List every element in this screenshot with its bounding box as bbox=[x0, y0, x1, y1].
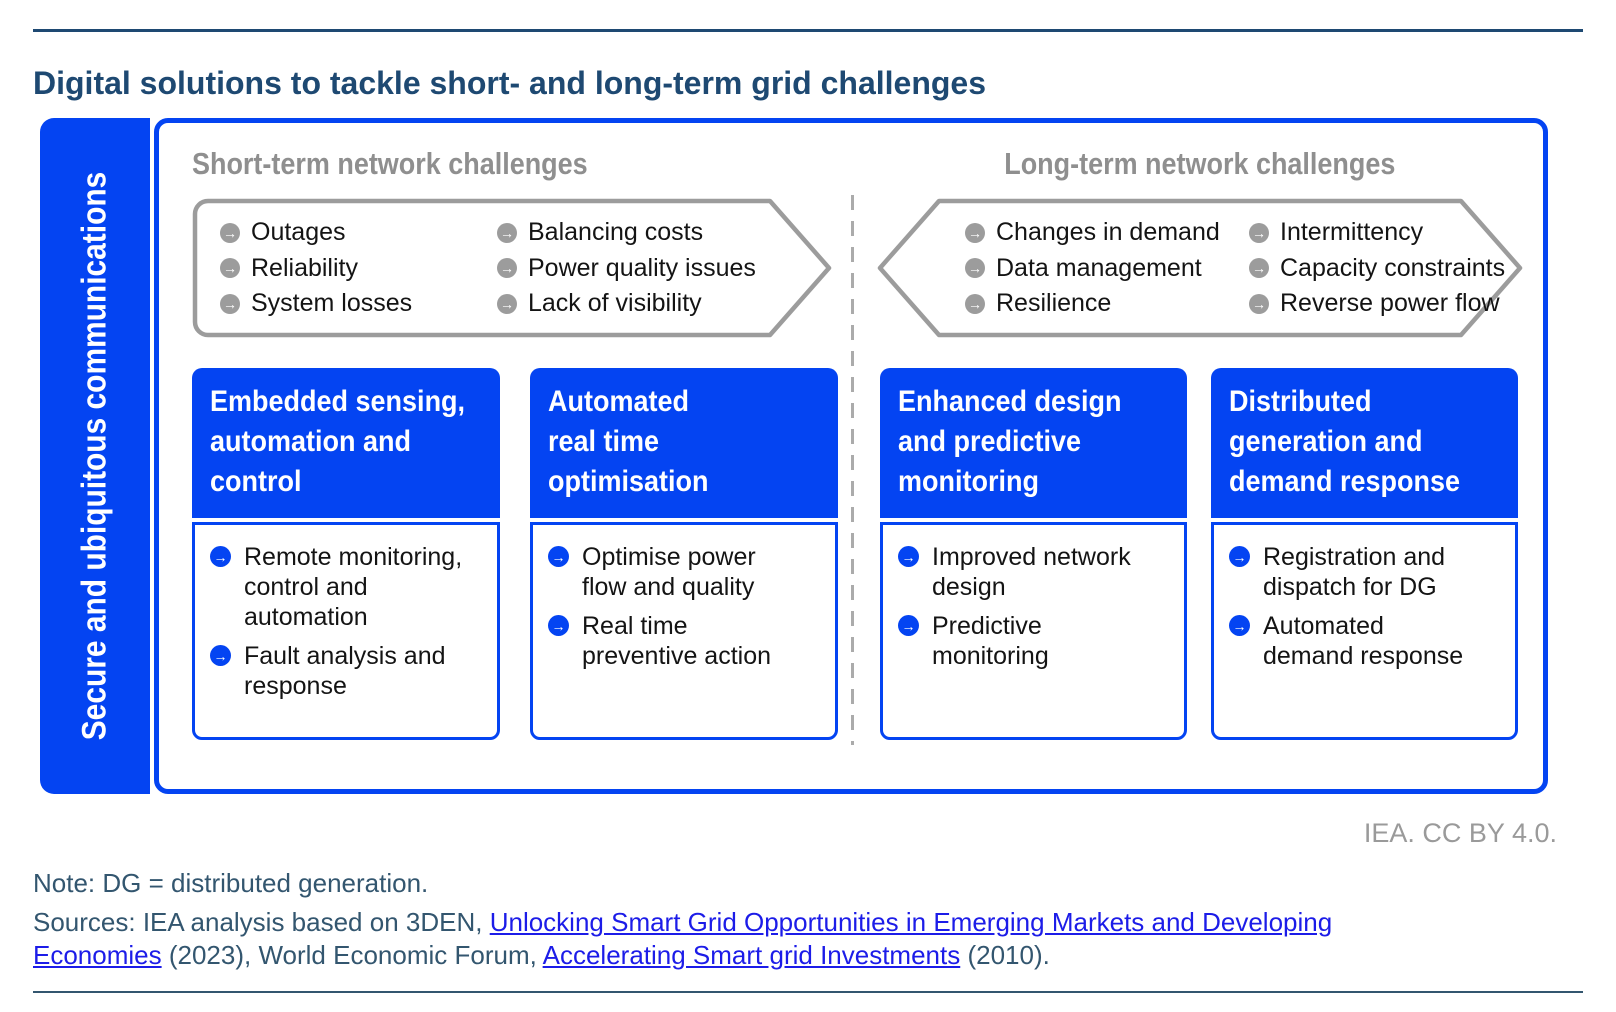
challenge-item: Outages bbox=[220, 215, 497, 251]
sources-text: Sources: IEA analysis based on 3DEN, Unl… bbox=[33, 906, 1431, 972]
challenge-item: Intermittency bbox=[1249, 215, 1505, 251]
source-link-1[interactable]: Unlocking Smart Grid Opportunities in Em… bbox=[33, 907, 1333, 970]
arrow-bullet-icon bbox=[220, 222, 240, 243]
card-title: Embedded sensing, automation and control bbox=[210, 385, 466, 498]
sidebar-label: Secure and ubiquitous communications bbox=[75, 171, 114, 741]
arrow-bullet-icon bbox=[898, 615, 919, 636]
page-title: Digital solutions to tackle short- and l… bbox=[33, 65, 986, 102]
arrow-bullet-icon bbox=[1229, 615, 1250, 636]
card-body: Registration and dispatch for DG Automat… bbox=[1211, 522, 1518, 740]
card-body: Improved network design Predictive monit… bbox=[880, 522, 1187, 740]
arrow-bullet-icon bbox=[1229, 546, 1250, 567]
arrow-bullet-icon bbox=[965, 258, 985, 279]
arrow-bullet-icon bbox=[210, 645, 231, 666]
arrow-bullet-icon bbox=[965, 222, 985, 243]
license-text: IEA. CC BY 4.0. bbox=[1363, 818, 1557, 848]
card-title: Distributed generation and demand respon… bbox=[1229, 385, 1461, 498]
short-term-heading: Short-term network challenges bbox=[192, 146, 588, 181]
card-header: Embedded sensing, automation and control bbox=[192, 368, 500, 518]
challenge-item: Power quality issues bbox=[497, 251, 756, 287]
note-text: Note: DG = distributed generation. bbox=[33, 868, 429, 898]
challenge-item: Lack of visibility bbox=[497, 286, 756, 322]
card-bullet-item: Fault analysis and response bbox=[210, 641, 491, 701]
arrow-bullet-icon bbox=[1249, 293, 1269, 314]
arrow-bullet-icon bbox=[220, 258, 240, 279]
challenge-item: System losses bbox=[220, 286, 497, 322]
card-bullet-item: Registration and dispatch for DG bbox=[1229, 542, 1509, 602]
card-title: Automated real time optimisation bbox=[548, 385, 709, 498]
solution-card-distributed-generation: Distributed generation and demand respon… bbox=[1211, 368, 1518, 740]
sidebar-band: Secure and ubiquitous communications bbox=[40, 118, 150, 794]
long-term-heading: Long-term network challenges bbox=[1004, 146, 1396, 181]
card-body: Remote monitoring, control and automatio… bbox=[192, 522, 500, 740]
card-bullet-item: Optimise power flow and quality bbox=[548, 542, 829, 602]
card-bullet-item: Automated demand response bbox=[1229, 611, 1509, 671]
arrow-bullet-icon bbox=[1249, 258, 1269, 279]
challenge-item: Reliability bbox=[220, 251, 497, 287]
long-term-challenges-box: Changes in demand Data management Resili… bbox=[877, 198, 1523, 338]
source-link-2[interactable]: Accelerating Smart grid Investments bbox=[542, 940, 961, 970]
card-bullet-item: Real time preventive action bbox=[548, 611, 829, 671]
grid-challenges-figure: Secure and ubiquitous communications Sho… bbox=[40, 118, 1548, 794]
hexagon-shape bbox=[877, 198, 1523, 338]
short-term-challenges-box: Outages Reliability System losses Balanc… bbox=[192, 198, 832, 338]
sources-middle: (2023), World Economic Forum, bbox=[161, 940, 543, 970]
solution-card-automated-optimisation: Automated real time optimisation Optimis… bbox=[530, 368, 838, 740]
solution-card-enhanced-design: Enhanced design and predictive monitorin… bbox=[880, 368, 1187, 740]
arrow-bullet-icon bbox=[965, 293, 985, 314]
challenge-item: Data management bbox=[965, 251, 1249, 287]
arrow-bullet-icon bbox=[220, 293, 240, 314]
arrow-bullet-icon bbox=[497, 258, 517, 279]
arrow-bullet-icon bbox=[1249, 222, 1269, 243]
solution-card-embedded-sensing: Embedded sensing, automation and control… bbox=[192, 368, 500, 740]
card-bullet-item: Remote monitoring, control and automatio… bbox=[210, 542, 491, 632]
arrow-bullet-icon bbox=[548, 615, 569, 636]
challenge-item: Reverse power flow bbox=[1249, 286, 1505, 322]
challenge-item: Changes in demand bbox=[965, 215, 1249, 251]
card-header: Automated real time optimisation bbox=[530, 368, 838, 518]
card-bullet-item: Improved network design bbox=[898, 542, 1178, 602]
bottom-divider bbox=[33, 991, 1583, 993]
term-divider-dashed-line bbox=[851, 195, 854, 745]
top-divider bbox=[33, 29, 1583, 32]
card-header: Distributed generation and demand respon… bbox=[1211, 368, 1518, 518]
arrow-bullet-icon bbox=[210, 546, 231, 567]
sources-prefix: Sources: IEA analysis based on 3DEN, bbox=[33, 907, 490, 937]
card-title: Enhanced design and predictive monitorin… bbox=[898, 385, 1122, 498]
challenge-item: Balancing costs bbox=[497, 215, 756, 251]
arrow-bullet-icon bbox=[497, 293, 517, 314]
arrow-bullet-icon bbox=[898, 546, 919, 567]
card-body: Optimise power flow and quality Real tim… bbox=[530, 522, 838, 740]
challenge-item: Resilience bbox=[965, 286, 1249, 322]
arrow-bullet-icon bbox=[497, 222, 517, 243]
challenge-item: Capacity constraints bbox=[1249, 251, 1505, 287]
sources-suffix: (2010). bbox=[960, 940, 1050, 970]
card-header: Enhanced design and predictive monitorin… bbox=[880, 368, 1187, 518]
card-bullet-item: Predictive monitoring bbox=[898, 611, 1178, 671]
arrow-bullet-icon bbox=[548, 546, 569, 567]
